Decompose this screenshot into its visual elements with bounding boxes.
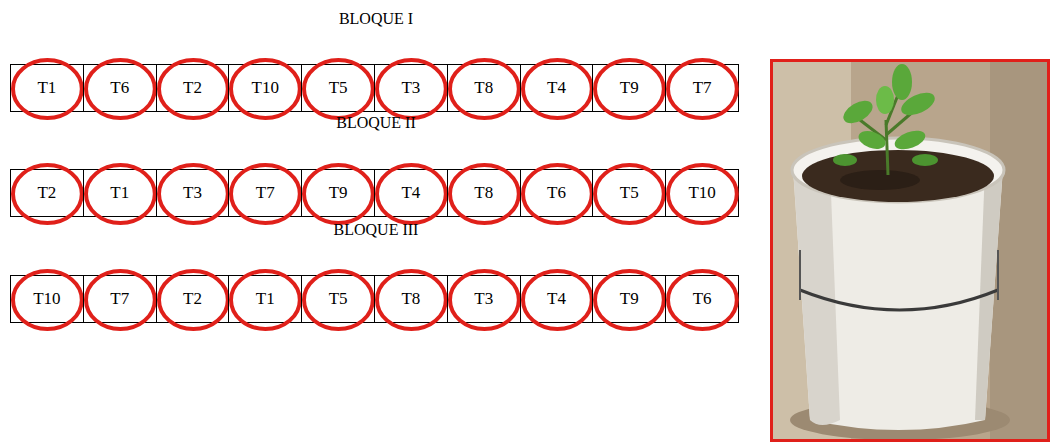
treatment-cell: T3 <box>374 64 448 112</box>
treatment-label: T5 <box>620 183 639 203</box>
treatment-label: T9 <box>329 183 348 203</box>
treatment-label: T8 <box>474 78 493 98</box>
block-title: BLOQUE I <box>339 10 413 28</box>
treatment-cell: T2 <box>10 169 84 217</box>
treatment-cell: T4 <box>520 275 594 323</box>
treatment-cell: T9 <box>592 275 666 323</box>
treatment-label: T2 <box>183 289 202 309</box>
treatment-cell: T4 <box>520 64 594 112</box>
treatment-label: T2 <box>37 183 56 203</box>
treatment-label: T4 <box>547 289 566 309</box>
treatment-label: T2 <box>183 78 202 98</box>
treatment-label: T3 <box>183 183 202 203</box>
treatment-cell: T7 <box>665 64 739 112</box>
treatment-label: T5 <box>329 289 348 309</box>
treatment-label: T10 <box>252 78 279 98</box>
treatment-label: T4 <box>401 183 420 203</box>
treatment-label: T7 <box>693 78 712 98</box>
treatment-cell: T10 <box>10 275 84 323</box>
treatment-cell: T2 <box>156 64 230 112</box>
treatment-label: T8 <box>401 289 420 309</box>
treatment-cell: T8 <box>374 275 448 323</box>
treatment-label: T1 <box>256 289 275 309</box>
treatment-cell: T9 <box>301 169 375 217</box>
treatment-label: T7 <box>256 183 275 203</box>
treatment-label: T3 <box>401 78 420 98</box>
treatment-label: T1 <box>110 183 129 203</box>
treatment-label: T9 <box>620 78 639 98</box>
treatment-cell: T8 <box>447 169 521 217</box>
treatment-label: T9 <box>620 289 639 309</box>
treatment-cell: T10 <box>665 169 739 217</box>
treatment-cell: T1 <box>10 64 84 112</box>
treatment-label: T10 <box>33 289 60 309</box>
treatment-cell: T3 <box>447 275 521 323</box>
treatment-label: T10 <box>688 183 715 203</box>
treatment-label: T1 <box>37 78 56 98</box>
treatment-cell: T7 <box>83 275 157 323</box>
treatment-label: T6 <box>110 78 129 98</box>
treatment-cell: T9 <box>592 64 666 112</box>
treatment-label: T7 <box>110 289 129 309</box>
treatment-cell: T1 <box>83 169 157 217</box>
treatment-cell: T5 <box>301 275 375 323</box>
treatment-cell: T7 <box>228 169 302 217</box>
treatment-cell: T6 <box>520 169 594 217</box>
block-title: BLOQUE II <box>336 114 416 132</box>
treatment-cell: T4 <box>374 169 448 217</box>
treatment-label: T4 <box>547 78 566 98</box>
block-title: BLOQUE III <box>334 221 419 239</box>
treatment-cell: T2 <box>156 275 230 323</box>
treatment-label: T5 <box>329 78 348 98</box>
treatment-cell: T6 <box>665 275 739 323</box>
treatment-label: T8 <box>474 183 493 203</box>
treatment-cell: T5 <box>592 169 666 217</box>
treatment-label: T6 <box>693 289 712 309</box>
treatment-cell: T8 <box>447 64 521 112</box>
treatment-cell: T10 <box>228 64 302 112</box>
treatment-label: T6 <box>547 183 566 203</box>
treatment-label: T3 <box>474 289 493 309</box>
treatment-cell: T3 <box>156 169 230 217</box>
treatment-cell: T1 <box>228 275 302 323</box>
treatment-cell: T5 <box>301 64 375 112</box>
treatment-cell: T6 <box>83 64 157 112</box>
